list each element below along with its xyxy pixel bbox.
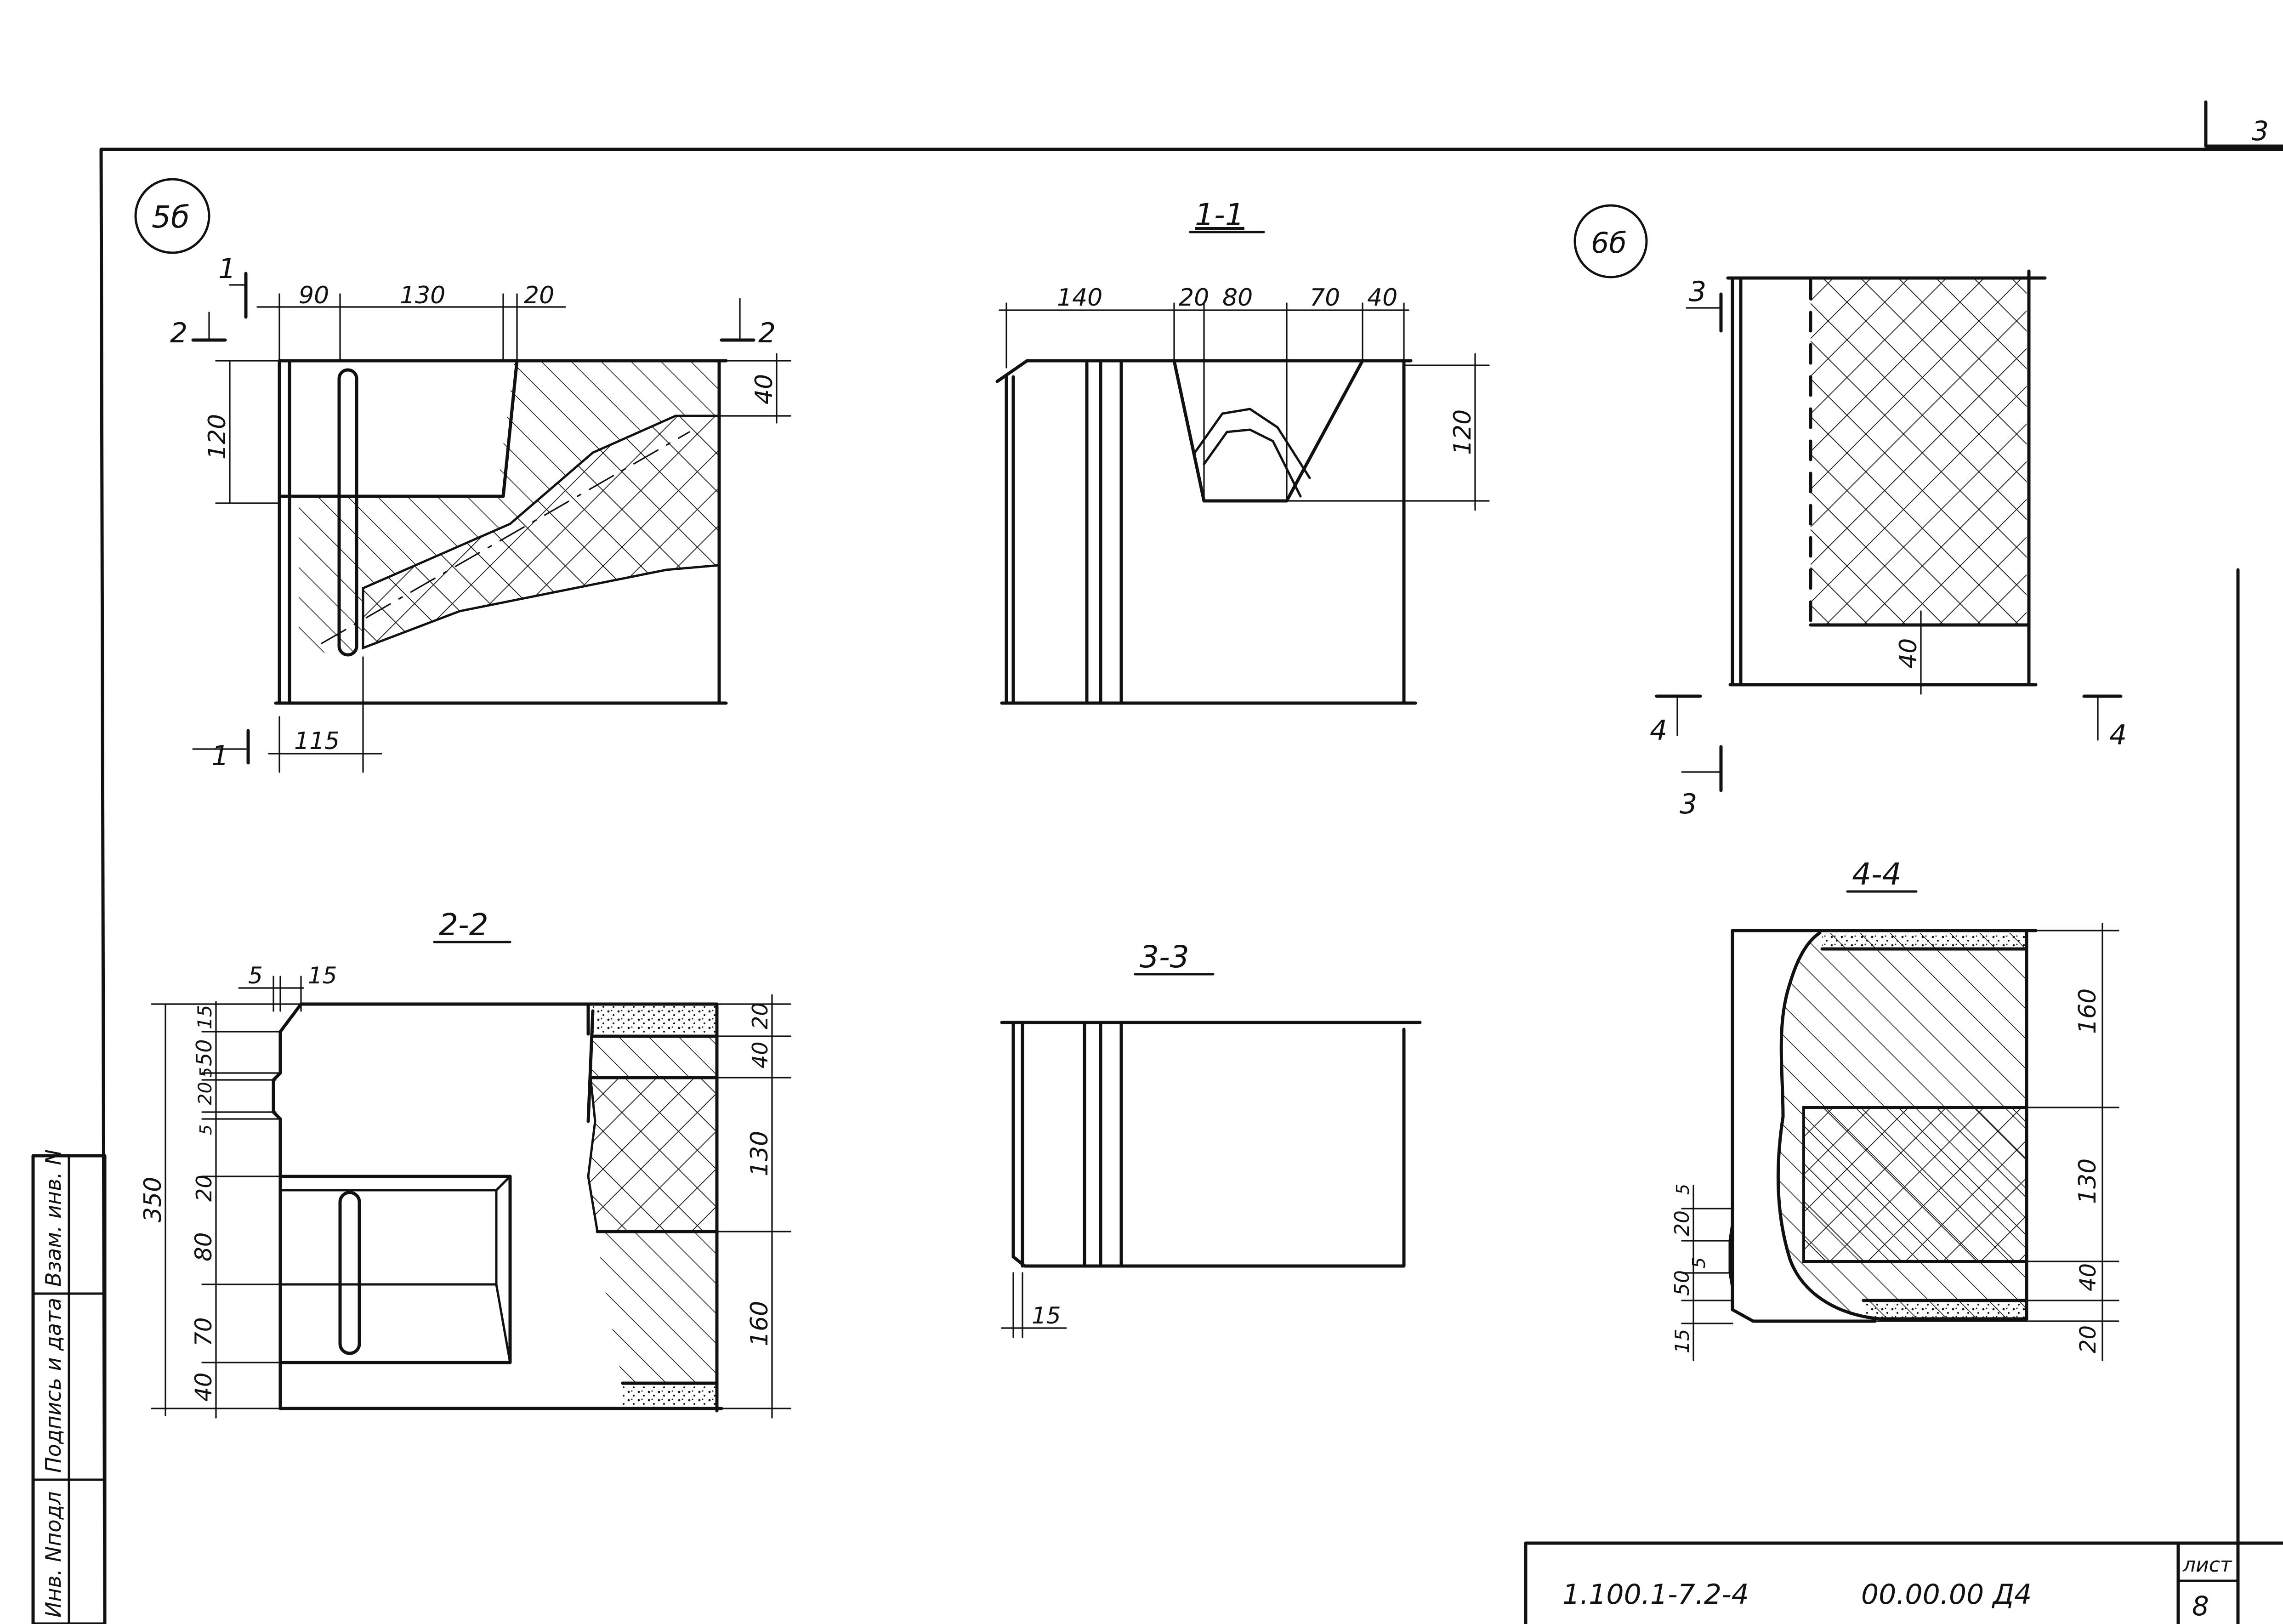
cut-marks-6b: 3 4 4 3 [1650,276,2127,820]
view-node-5b: 5б 90 130 20 40 [134,178,791,773]
doc-code: 1.100.1-7.2-4 [1562,1579,1749,1611]
section-1-1-title: 1-1 [1195,197,1244,233]
dim-4-4-right-40: 40 [2075,1263,2101,1291]
dim-4-4-right-160: 160 [2074,988,2101,1034]
dim-2-2-left-15: 15 [193,1005,216,1029]
mortar-bottom-4-4 [1866,1301,2027,1317]
dim-1-1-20: 20 [1179,284,1209,312]
top-corner-number: 3 [2252,115,2269,147]
dim-1-1-40: 40 [1367,284,1397,312]
view-node-6b: 6б 40 3 4 4 3 [1573,204,2127,820]
insulation-block-6b [1811,278,2027,625]
dim-2-2-left-40: 40 [190,1372,217,1402]
dim-3-3-15: 15 [1032,1302,1061,1329]
dim-2-2-left-20b: 20 [192,1175,216,1202]
section-2-2-title: 2-2 [439,907,488,943]
dims-3-3: 15 [1001,1272,1067,1338]
dim-5b-40: 40 [750,374,778,404]
dim-5b-115: 115 [294,727,340,755]
sheet-label: лист [2182,1553,2232,1577]
cut-6b-3-top: 3 [1689,276,1706,308]
dim-4-4-left-50: 50 [1670,1270,1694,1296]
dim-2-2-left-5b: 5 [197,1124,216,1135]
dim-2-2-top-15: 15 [308,962,337,989]
section-4-4-title: 4-4 [1852,857,1902,892]
stamp-label-replace: Взам. инв. N [41,1149,66,1287]
cut-5b-1-bottom: 1 [211,740,229,772]
section-3-3-title: 3-3 [1140,939,1189,975]
dim-4-4-right-20: 20 [2075,1325,2101,1353]
cut-5b-1-top: 1 [218,253,236,285]
dim-1-1-140: 140 [1057,284,1102,312]
mortar-top [593,1004,717,1036]
dim-2-2-left-5a: 5 [197,1067,216,1078]
dim-2-2-top-5: 5 [248,962,263,989]
dims-1-1: 140 20 80 70 40 120 [999,284,1490,511]
dim-2-2-right-20: 20 [748,1002,772,1029]
dim-5b-130: 130 [400,282,445,309]
dim-5b-90: 90 [299,282,329,309]
approval-stamp: Инв. Nподл Подпись и дата Взам. инв. N [31,1149,107,1624]
dim-2-2-left-80: 80 [190,1232,217,1261]
node-marker-5b-label: 5б [152,199,190,235]
concrete-upper-2-2 [591,1036,717,1078]
concrete-lower-2-2 [597,1232,717,1383]
dim-1-1-120: 120 [1449,409,1477,455]
dim-5b-120: 120 [204,414,231,460]
dim-2-2-right-160: 160 [746,1301,773,1346]
dim-2-2-right-130: 130 [746,1131,773,1176]
dim-1-1-70: 70 [1310,284,1340,312]
view-section-1-1: 1-1 140 20 80 70 40 [995,197,1490,705]
doc-code-2: 00.00.00 Д4 [1861,1579,2032,1611]
dim-6b-40: 40 [1895,638,1922,669]
dims-4-4: 160 130 40 20 20 5 5 50 15 [1670,923,2119,1361]
cut-6b-3-bottom: 3 [1680,788,1697,820]
view-section-3-3: 3-3 15 [1000,939,1422,1338]
dim-4-4-left-5b: 5 [1689,1257,1709,1268]
view-section-2-2: 2-2 5 15 [139,907,791,1419]
insulation-2-2 [587,1076,718,1233]
dim-2-2-left-70: 70 [190,1317,217,1346]
cut-marks-5b: 1 2 2 1 [170,253,776,772]
cut-5b-2-left: 2 [170,317,187,349]
cut-5b-2-right: 2 [758,317,776,349]
stamp-label-sign: Подпись и дата [41,1298,66,1473]
steel-anchor [337,368,358,657]
dim-2-2-left-50: 50 [192,1039,216,1066]
dim-4-4-left-5a: 5 [1673,1184,1693,1195]
dims-6b: 40 [1895,610,1922,695]
dim-1-1-80: 80 [1222,284,1253,312]
dim-4-4-right-130: 130 [2074,1158,2101,1204]
dim-5b-20: 20 [524,282,554,309]
insulation-4-4 [1802,1106,2028,1263]
dim-2-2-left-20a: 20 [195,1082,216,1105]
title-block: 1.100.1-7.2-4 00.00.00 Д4 лист 8 [1524,1541,2283,1624]
node-marker-6b-label: 6б [1591,226,1627,260]
concrete-slab [299,361,719,653]
dims-2-2: 5 15 15 50 20 5 5 20 80 70 40 350 [139,962,791,1419]
stamp-label-inv: Инв. Nподл [41,1491,66,1618]
cut-6b-4-left: 4 [1650,715,1667,747]
sheet-number: 8 [2192,1590,2209,1622]
dim-4-4-left-20: 20 [1670,1210,1694,1236]
node-marker-6b [1573,204,1648,278]
view-section-4-4: 4-4 160 130 40 20 [1670,857,2119,1361]
cut-6b-4-right: 4 [2109,719,2127,751]
mortar-top-4-4 [1822,933,2027,949]
dim-2-2-left-350: 350 [139,1177,167,1222]
dims-5b: 90 130 20 40 120 115 [204,282,791,773]
steel-anchor-2-2 [338,1191,361,1355]
dim-2-2-right-40: 40 [748,1041,772,1068]
mortar-bottom [623,1383,717,1408]
node-marker-5b [134,178,210,254]
dim-4-4-left-15: 15 [1671,1329,1693,1353]
